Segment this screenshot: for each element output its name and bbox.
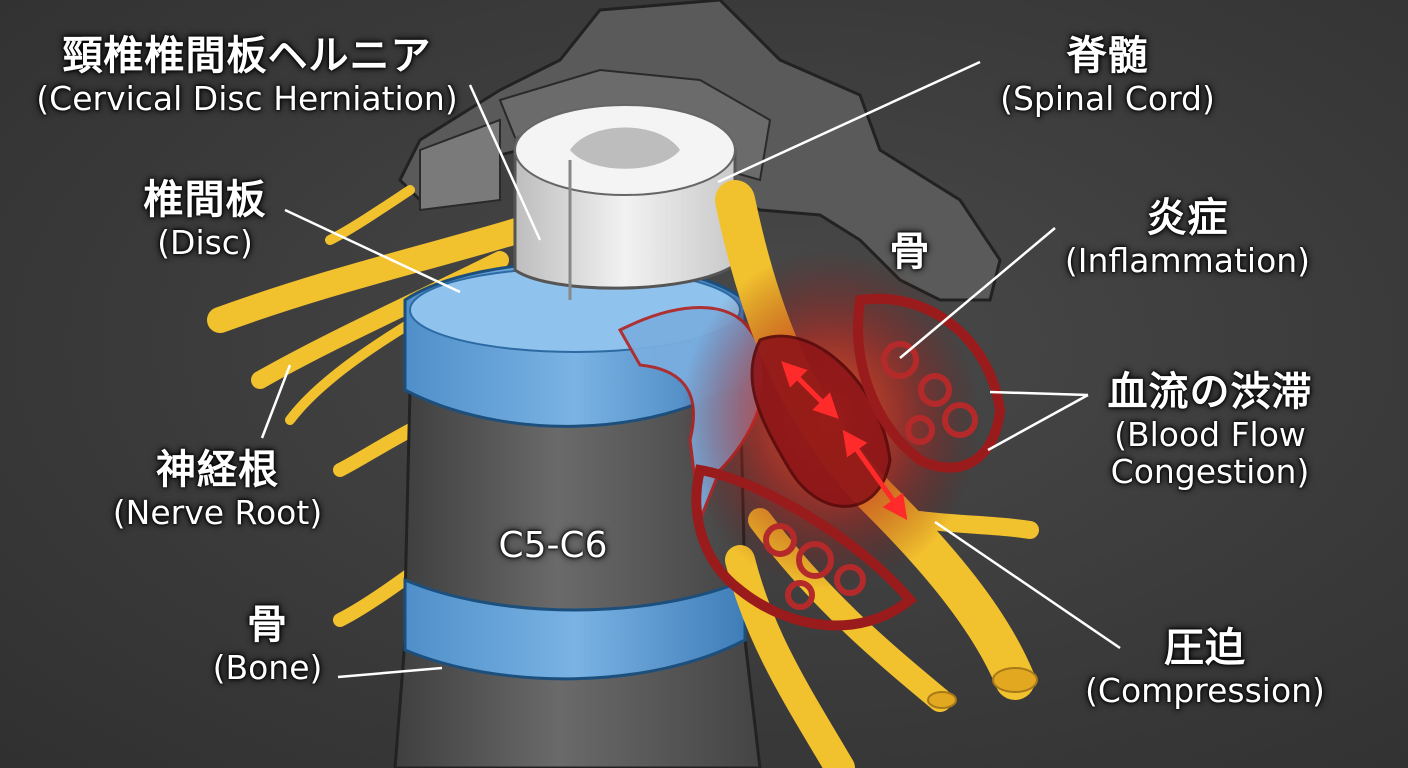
leader-nerve-root [260, 364, 292, 439]
leader-congestion-b [987, 393, 1089, 452]
label-herniation-ja: 頸椎椎間板ヘルニア [62, 33, 432, 79]
label-bone-left-en: (Bone) [212, 648, 323, 687]
label-disc-ja: 椎間板 [143, 177, 267, 223]
label-compression-ja: 圧迫 [1164, 625, 1246, 671]
label-inflammation-en: (Inflammation) [1064, 241, 1311, 280]
label-spinal-cord: 脊髄 (Spinal Cord) [985, 36, 1230, 115]
label-congestion-en-line1: (Blood Flow [1114, 415, 1306, 454]
leader-herniation [468, 84, 542, 241]
label-vertebra-level-text: C5-C6 [498, 525, 608, 566]
leader-compression [934, 520, 1121, 650]
label-bone-upper: 骨 [880, 232, 940, 272]
leader-congestion-a [989, 390, 1089, 397]
label-spinal-cord-ja: 脊髄 [1066, 33, 1149, 79]
label-compression-en: (Compression) [1085, 671, 1325, 710]
leader-lines [260, 60, 1121, 679]
label-nerve-root: 神経根 (Nerve Root) [100, 450, 335, 529]
label-bone-upper-ja: 骨 [889, 229, 931, 275]
label-disc: 椎間板 (Disc) [120, 180, 290, 259]
label-nerve-root-ja: 神経根 [156, 447, 279, 493]
label-disc-en: (Disc) [157, 223, 253, 262]
leader-spinal-cord [717, 60, 981, 184]
label-compression: 圧迫 (Compression) [1065, 628, 1345, 707]
spinal-cord [513, 104, 737, 300]
label-herniation-en: (Cervical Disc Herniation) [36, 79, 458, 118]
leader-inflammation [899, 227, 1056, 359]
leader-bone-left [337, 666, 443, 679]
label-vertebra-level: C5-C6 [488, 528, 618, 564]
label-inflammation: 炎症 (Inflammation) [1055, 198, 1320, 277]
label-bone-left-ja: 骨 [247, 602, 288, 648]
label-nerve-root-en: (Nerve Root) [112, 493, 323, 532]
label-congestion-en-line2: Congestion) [1110, 452, 1310, 491]
label-herniation: 頸椎椎間板ヘルニア (Cervical Disc Herniation) [22, 36, 472, 115]
label-inflammation-ja: 炎症 [1146, 195, 1229, 241]
label-bone-left: 骨 (Bone) [195, 605, 340, 684]
leader-disc [284, 208, 461, 294]
label-spinal-cord-en: (Spinal Cord) [1000, 79, 1215, 118]
label-congestion: 血流の渋滞 (Blood Flow Congestion) [1085, 372, 1335, 488]
label-congestion-ja: 血流の渋滞 [1107, 369, 1313, 415]
